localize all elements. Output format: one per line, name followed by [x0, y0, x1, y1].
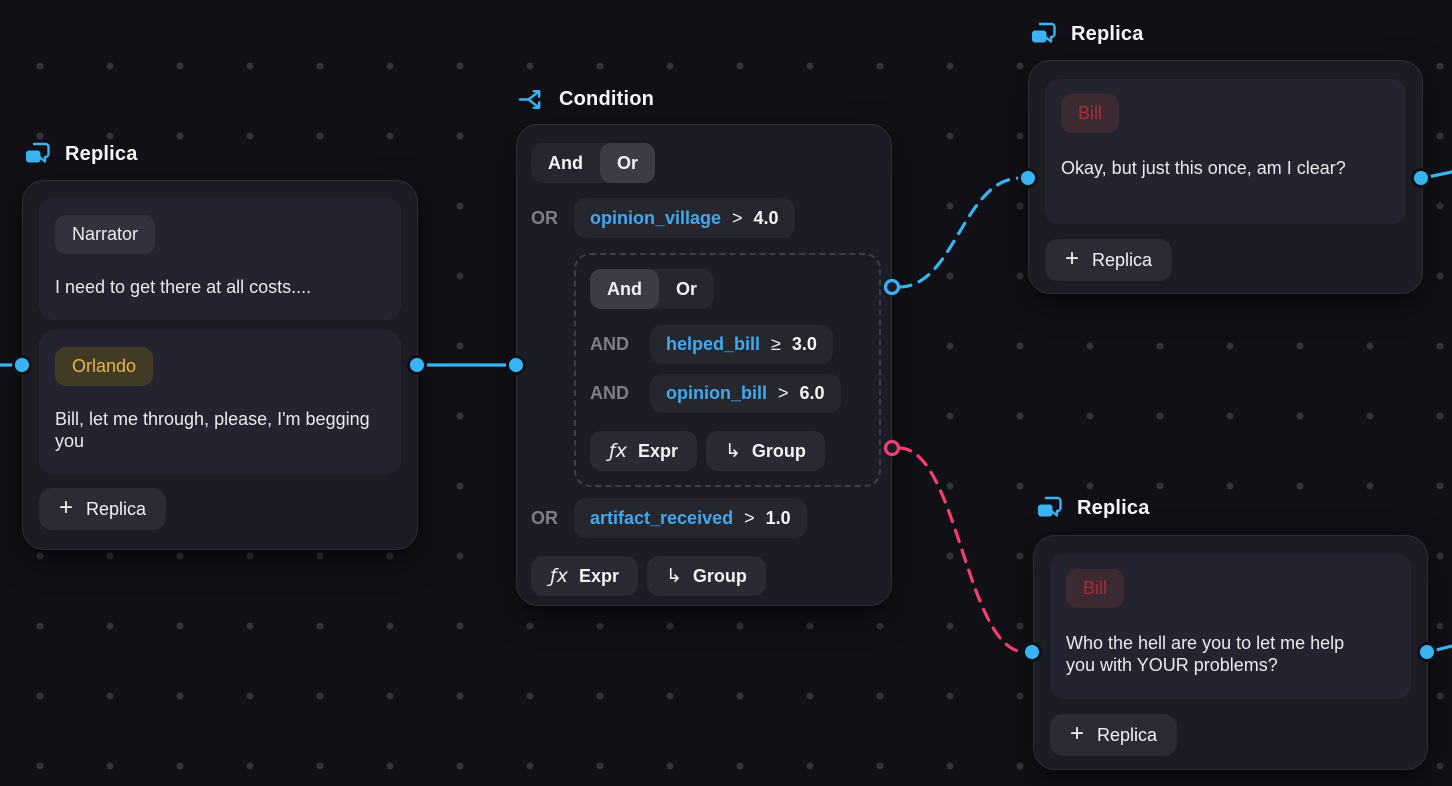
replica-bottom-node[interactable]: Bill Who the hell are you to let me help… — [1033, 535, 1428, 770]
dialog-text[interactable]: I need to get there at all costs.... — [55, 277, 312, 297]
and-or-toggle: And Or — [531, 143, 656, 183]
chat-bubbles-icon — [1032, 22, 1056, 43]
replica-bottom-header: Replica — [1036, 496, 1150, 521]
edge-condition-to-replica-top[interactable] — [897, 176, 1023, 289]
function-icon: ƒx — [550, 565, 568, 587]
add-replica-button[interactable]: + Replica — [39, 488, 167, 530]
expression-pill[interactable]: artifact_received > 1.0 — [574, 498, 807, 538]
add-expr-button[interactable]: ƒx Expr — [590, 431, 697, 471]
function-icon: ƒx — [609, 440, 627, 462]
expression-pill[interactable]: helped_bill ≥ 3.0 — [650, 325, 833, 364]
add-replica-button[interactable]: + Replica — [1045, 239, 1173, 281]
chat-bubbles-icon — [26, 142, 50, 163]
add-group-button[interactable]: ↳ Group — [646, 556, 766, 596]
replica-top-node[interactable]: Bill Okay, but just this once, am I clea… — [1028, 60, 1423, 294]
row-prefix: OR — [531, 507, 558, 528]
edge-replica-top-outgoing[interactable] — [1421, 170, 1452, 180]
row-prefix: AND — [590, 383, 629, 403]
node-title: Replica — [1077, 497, 1150, 519]
indent-arrow-icon: ↳ — [724, 440, 741, 462]
node-title: Replica — [65, 143, 138, 165]
edge-condition-to-replica-bottom[interactable] — [897, 446, 1027, 654]
chat-bubbles-icon — [1038, 496, 1062, 517]
condition-row: AND helped_bill ≥ 3.0 — [590, 325, 865, 364]
and-or-toggle: And Or — [590, 269, 715, 309]
row-prefix: OR — [531, 207, 558, 228]
node-title: Condition — [559, 88, 655, 110]
dialog-card[interactable]: Bill Who the hell are you to let me help… — [1050, 554, 1411, 699]
add-group-button[interactable]: ↳ Group — [705, 431, 825, 471]
branch-icon — [518, 90, 541, 109]
toggle-or[interactable]: Or — [600, 143, 656, 183]
plus-icon: + — [59, 494, 74, 521]
replica-left-node[interactable]: Narrator I need to get there at all cost… — [22, 180, 418, 550]
dialog-text[interactable]: Bill, let me through, please, I'm beggin… — [55, 409, 370, 451]
replica-top-header: Replica — [1030, 22, 1144, 47]
dialog-card[interactable]: Narrator I need to get there at all cost… — [39, 198, 401, 320]
plus-icon: + — [1070, 720, 1085, 747]
expression-pill[interactable]: opinion_bill > 6.0 — [650, 374, 841, 413]
condition-row: AND opinion_bill > 6.0 — [590, 374, 865, 413]
speaker-chip[interactable]: Orlando — [55, 347, 154, 386]
node-title: Replica — [1071, 23, 1144, 45]
condition-toolbar: ƒx Expr ↳ Group — [531, 556, 877, 596]
group-toolbar: ƒx Expr ↳ Group — [590, 431, 865, 471]
speaker-chip[interactable]: Bill — [1061, 94, 1120, 133]
expression-pill[interactable]: opinion_village > 4.0 — [574, 198, 795, 238]
condition-node[interactable]: And Or OR opinion_village > 4.0 And Or A… — [516, 124, 892, 606]
dialog-card[interactable]: Orlando Bill, let me through, please, I'… — [39, 330, 401, 474]
speaker-chip[interactable]: Narrator — [55, 215, 156, 254]
condition-header: Condition — [518, 86, 654, 113]
replica-left-header: Replica — [24, 142, 138, 167]
speaker-chip[interactable]: Bill — [1066, 569, 1125, 608]
condition-row: OR opinion_village > 4.0 — [531, 198, 877, 238]
row-prefix: AND — [590, 334, 629, 354]
condition-group[interactable]: And Or AND helped_bill ≥ 3.0 AND opinion… — [574, 253, 881, 487]
dialog-card[interactable]: Bill Okay, but just this once, am I clea… — [1045, 79, 1406, 224]
plus-icon: + — [1065, 245, 1080, 272]
toggle-and[interactable]: And — [590, 269, 659, 309]
edge-replica-bottom-outgoing[interactable] — [1426, 644, 1452, 654]
indent-arrow-icon: ↳ — [665, 565, 682, 587]
add-expr-button[interactable]: ƒx Expr — [531, 556, 638, 596]
dialog-text[interactable]: Who the hell are you to let me help you … — [1066, 633, 1345, 675]
condition-row: OR artifact_received > 1.0 — [531, 498, 877, 538]
add-replica-button[interactable]: + Replica — [1050, 714, 1178, 756]
dialog-text[interactable]: Okay, but just this once, am I clear? — [1061, 158, 1346, 178]
toggle-or[interactable]: Or — [676, 278, 698, 299]
toggle-and[interactable]: And — [548, 152, 583, 173]
